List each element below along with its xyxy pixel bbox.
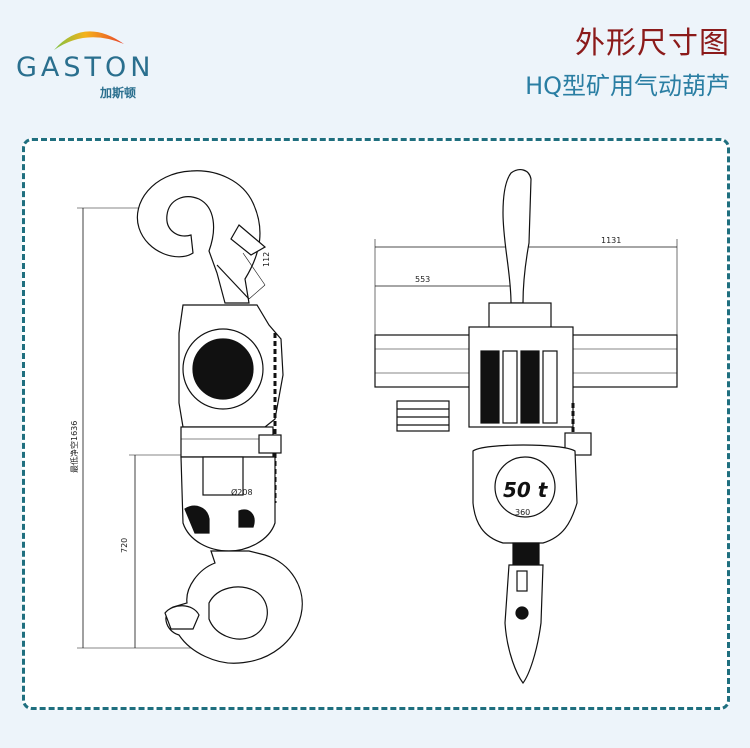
dimension-drawing: 1131 553 112 720 最低净空1636 Ø208 50 t 360 [69, 169, 678, 685]
dim-half-width: 553 [415, 275, 430, 284]
motor-circle [192, 338, 254, 400]
control-box [396, 400, 450, 432]
page-title: 外形尺寸图 [575, 26, 730, 61]
small-label: 360 [515, 508, 530, 517]
top-hook-front [502, 169, 532, 304]
header: GASTON 加斯顿 外形尺寸图 HQ型矿用气动葫芦 [0, 0, 750, 120]
dim-sheave: Ø208 [231, 487, 253, 497]
dim-top-width: 1131 [601, 236, 621, 245]
dim-total-height: 最低净空1636 [69, 421, 79, 473]
gaston-logo: GASTON 加斯顿 [14, 14, 155, 100]
dim-lower-height: 720 [120, 538, 129, 553]
brand-name: GASTON [16, 52, 155, 83]
logo-arc-icon [54, 31, 124, 50]
dim-hook: 112 [262, 252, 271, 267]
drawing-frame: 1131 553 112 720 最低净空1636 Ø208 50 t 360 [22, 138, 730, 710]
capacity-label: 50 t [503, 478, 549, 502]
top-hook-shape [136, 170, 261, 304]
page-subtitle: HQ型矿用气动葫芦 [525, 72, 730, 100]
brand-name-cn: 加斯顿 [100, 86, 137, 100]
bottom-hook-front [504, 564, 544, 685]
